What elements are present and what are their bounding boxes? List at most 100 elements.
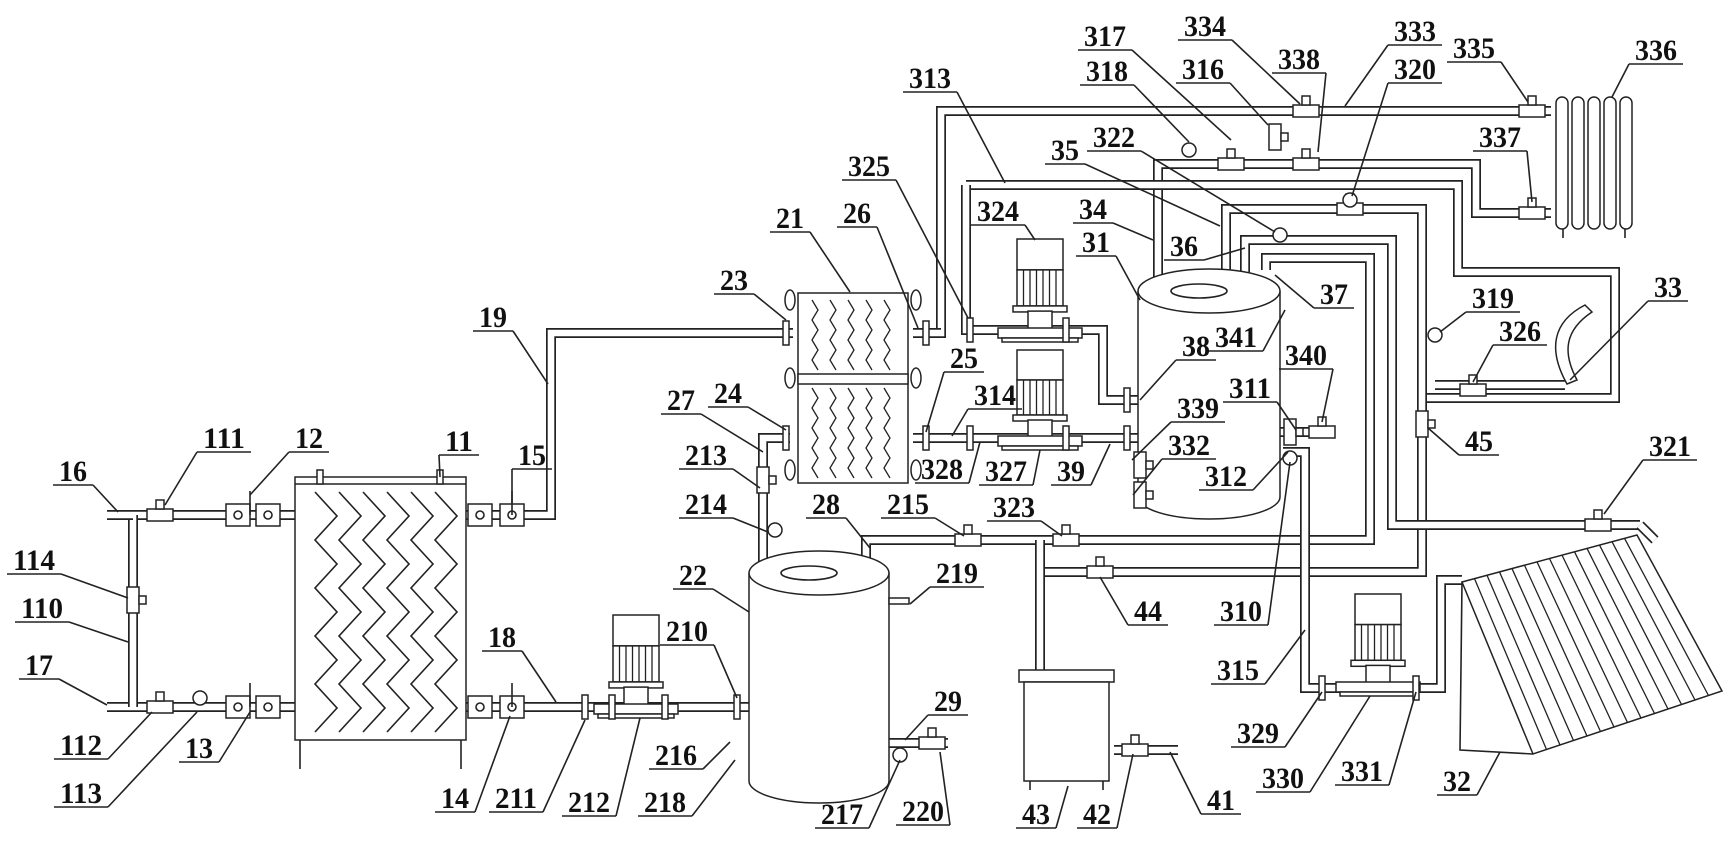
pressure-gauge [193, 691, 207, 705]
label-text: 114 [13, 544, 55, 577]
label-text: 44 [1134, 595, 1162, 628]
label-329: 329 [1231, 692, 1322, 750]
valve-340 [1309, 426, 1335, 438]
flange [911, 368, 921, 388]
valve-316 [1269, 124, 1281, 150]
label-324: 324 [971, 195, 1035, 240]
flange [582, 695, 588, 719]
label-text: 330 [1262, 762, 1304, 795]
label-323: 323 [987, 491, 1062, 536]
label-215: 215 [881, 488, 964, 536]
label-336: 336 [1612, 34, 1683, 97]
label-text: 28 [812, 488, 840, 521]
leader-line [61, 574, 128, 598]
label-text: 211 [495, 782, 537, 815]
leader-line [108, 712, 152, 759]
exchanger-bolt [317, 470, 323, 484]
valve-44 [1087, 566, 1113, 578]
flange [911, 290, 921, 310]
label-text: 314 [974, 379, 1016, 412]
leader-line [616, 718, 640, 816]
label-216: 216 [649, 739, 730, 772]
label-text: 16 [59, 455, 87, 488]
label-220: 220 [896, 752, 950, 828]
label-text: 333 [1394, 15, 1436, 48]
leader-line [513, 331, 548, 384]
label-text: 210 [666, 615, 708, 648]
valve-111-handle [156, 500, 164, 509]
ball-valve [226, 504, 250, 526]
label-219: 219 [910, 557, 984, 604]
label-text: 334 [1184, 10, 1226, 43]
valve-339-handle [1146, 461, 1153, 469]
leader-line [1345, 45, 1388, 106]
leader-line [748, 407, 786, 430]
leader-line [1352, 83, 1388, 196]
label-41: 41 [1170, 752, 1241, 817]
label-text: 311 [1229, 372, 1271, 405]
valve-335-handle [1528, 96, 1536, 105]
leader-line [1440, 312, 1466, 332]
label-text: 39 [1057, 455, 1085, 488]
label-text: 338 [1278, 43, 1320, 76]
label-text: 27 [667, 384, 695, 417]
label-23: 23 [714, 264, 786, 320]
leader-line [957, 92, 1005, 183]
label-31: 31 [1076, 226, 1140, 300]
label-text: 217 [821, 798, 863, 831]
label-text: 312 [1205, 460, 1247, 493]
leader-line [1265, 630, 1305, 684]
label-text: 327 [985, 455, 1027, 488]
label-text: 214 [685, 488, 727, 521]
label-text: 328 [921, 453, 963, 486]
storage-tank-31-top [1138, 269, 1280, 313]
valve-326 [1460, 384, 1486, 396]
flange [1063, 426, 1069, 450]
label-112: 112 [54, 712, 152, 762]
leader-line [1116, 256, 1140, 300]
flange [923, 321, 929, 345]
label-text: 17 [25, 649, 53, 682]
label-214: 214 [679, 488, 768, 532]
ball-valve [256, 504, 280, 526]
flange [1124, 388, 1130, 412]
label-28: 28 [806, 488, 870, 548]
label-114: 114 [7, 544, 128, 598]
leader-line [1612, 64, 1629, 97]
shower-head-33 [1556, 305, 1592, 384]
label-text: 14 [441, 782, 469, 815]
pressure-gauge [1273, 228, 1287, 242]
label-text: 13 [185, 732, 213, 765]
label-22: 22 [673, 559, 749, 612]
label-text: 18 [488, 621, 516, 654]
valve-112 [147, 701, 173, 713]
radiator-column [1588, 97, 1600, 229]
label-337: 337 [1473, 121, 1532, 202]
label-32: 32 [1437, 752, 1500, 798]
plate-heat-exchanger-21 [798, 293, 908, 483]
valve-44-handle [1096, 557, 1104, 566]
label-text: 37 [1320, 278, 1348, 311]
valve-338 [1293, 158, 1319, 170]
label-text: 320 [1394, 53, 1436, 86]
leader-line [59, 679, 107, 705]
pump-330-body [1336, 682, 1420, 692]
ball-valve [226, 696, 250, 718]
leader-line [1117, 754, 1133, 828]
valve-114-handle [139, 596, 146, 604]
label-340: 340 [1279, 339, 1333, 422]
water-box-43 [1024, 682, 1109, 781]
label-315: 315 [1211, 630, 1305, 687]
radiator-column [1620, 97, 1632, 229]
leader-line [1025, 225, 1035, 240]
label-text: 29 [934, 685, 962, 718]
overflow-219 [889, 598, 909, 604]
label-24: 24 [708, 377, 786, 430]
leader-line [935, 518, 964, 536]
valve-338-handle [1302, 149, 1310, 158]
leader-line [1170, 752, 1201, 814]
label-text: 335 [1453, 32, 1495, 65]
leader-line [1477, 752, 1500, 795]
label-text: 25 [950, 342, 978, 375]
